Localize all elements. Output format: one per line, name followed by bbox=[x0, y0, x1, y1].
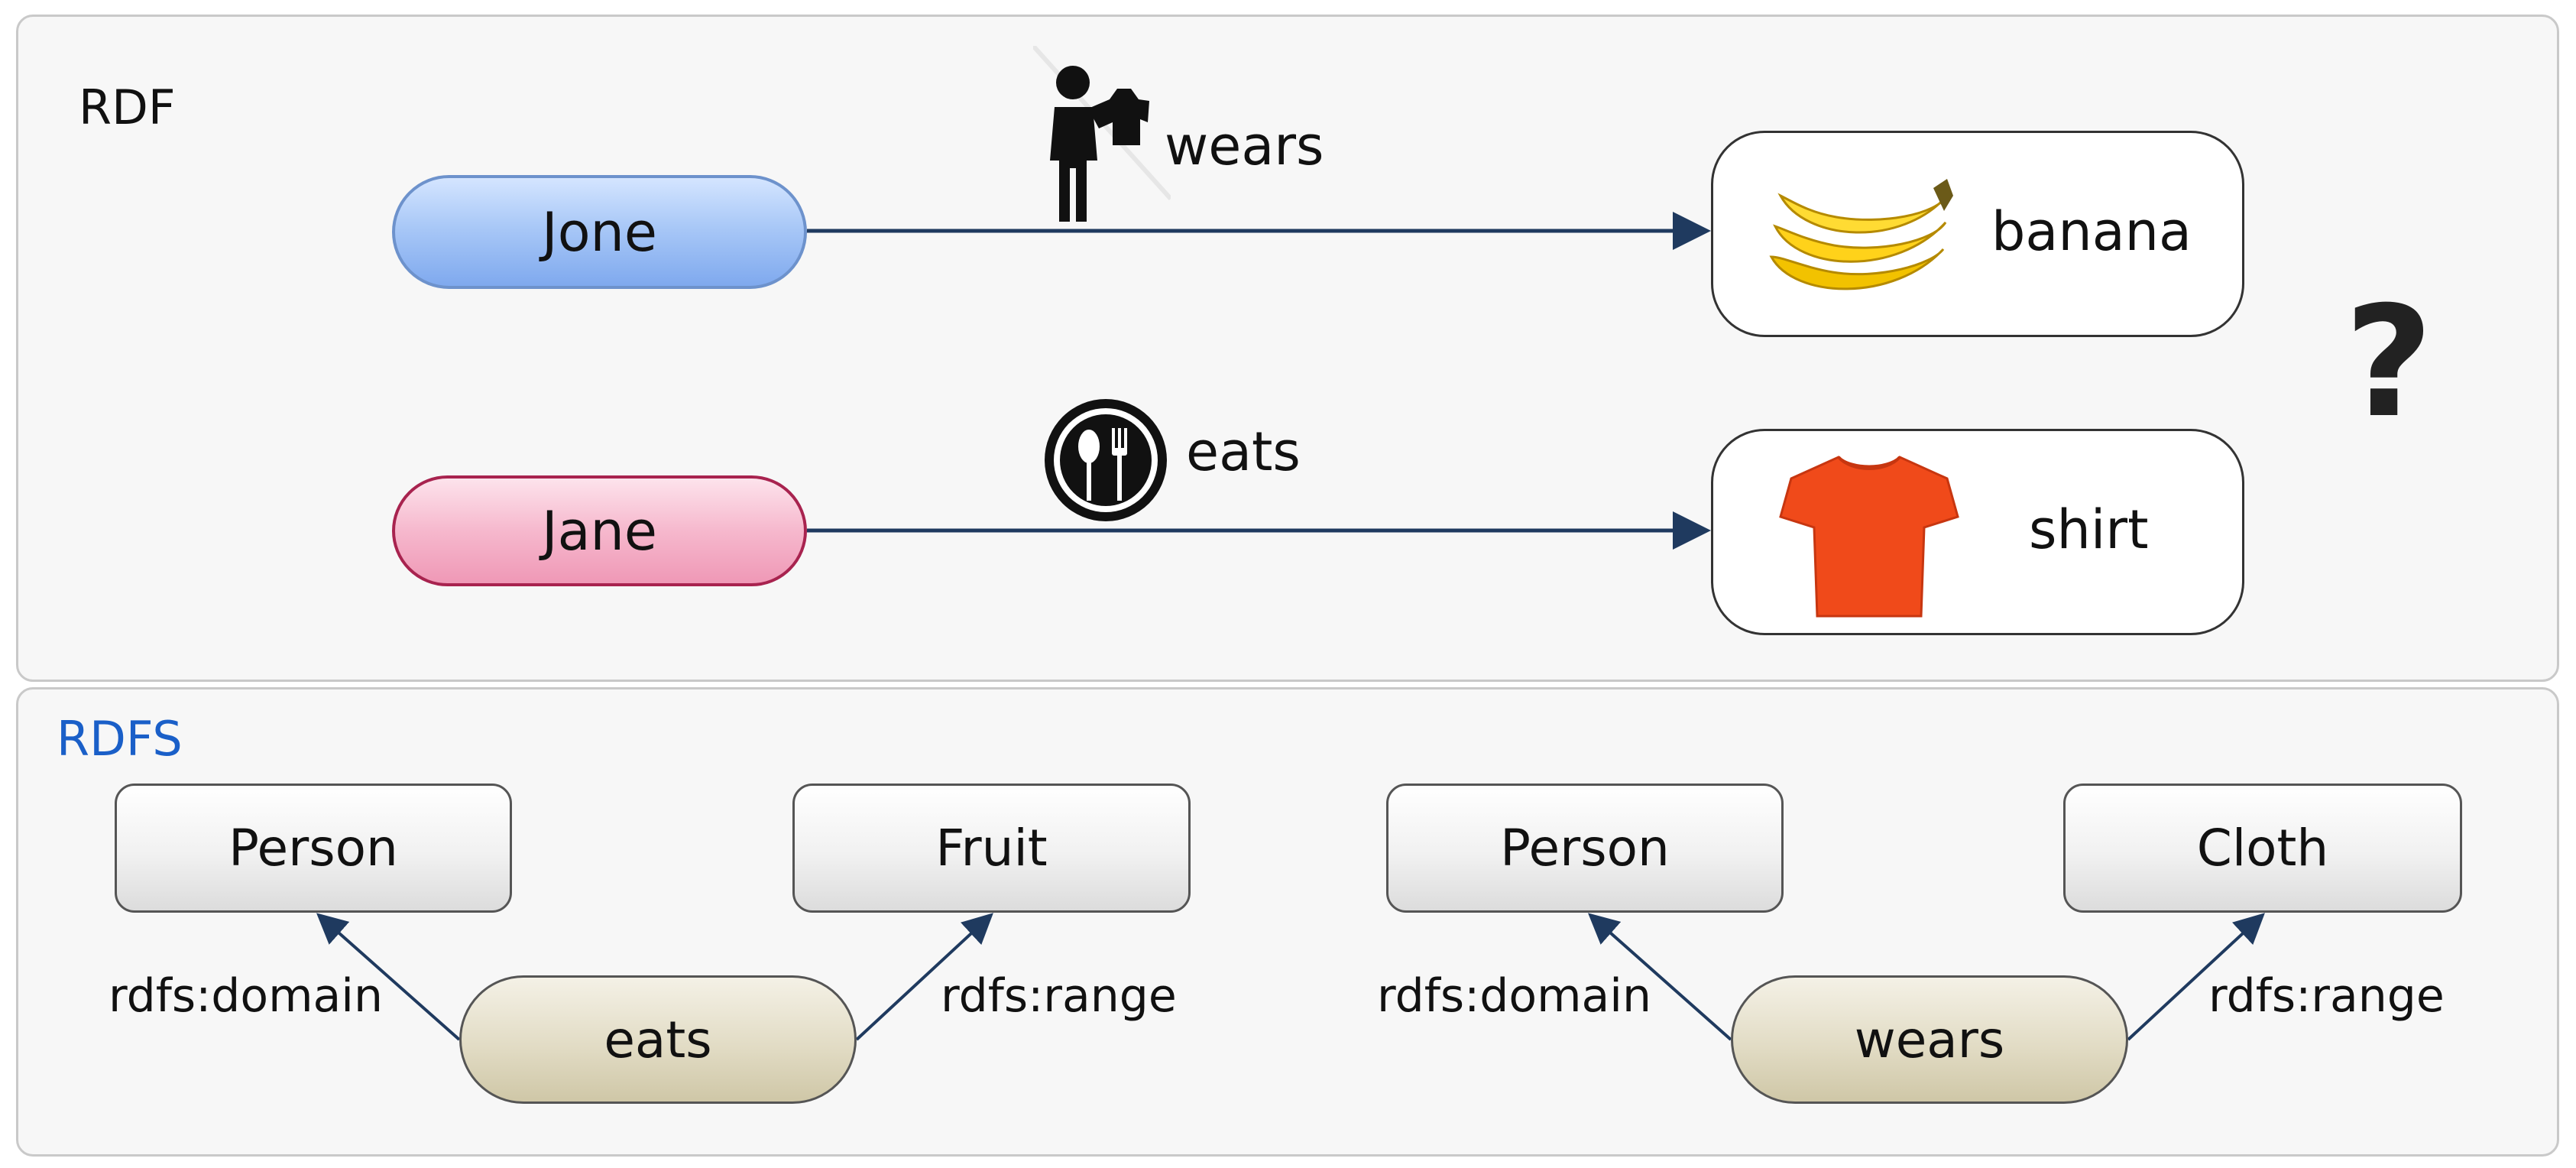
object-banana-label: banana bbox=[1991, 200, 2192, 263]
rdfs-title: RDFS bbox=[57, 711, 183, 767]
predicate-eats-label: eats bbox=[1186, 420, 1301, 483]
eats-range-edge bbox=[855, 913, 993, 1041]
eats-domain-label: rdfs:domain bbox=[109, 969, 384, 1023]
object-shirt-label: shirt bbox=[2029, 498, 2149, 561]
subject-jone: Jone bbox=[392, 175, 807, 289]
rdfs-panel: RDFS bbox=[16, 687, 2559, 1157]
banana-icon bbox=[1769, 179, 1953, 290]
object-banana: banana bbox=[1711, 131, 2244, 337]
class-person-eats-domain: Person bbox=[115, 784, 512, 913]
wears-domain-label: rdfs:domain bbox=[1377, 969, 1652, 1023]
class-fruit: Fruit bbox=[792, 784, 1191, 913]
property-eats: eats bbox=[459, 975, 857, 1104]
question-mark: ? bbox=[2344, 274, 2434, 452]
wears-range-edge bbox=[2127, 913, 2265, 1041]
class-cloth: Cloth bbox=[2063, 784, 2462, 913]
wears-range-label: rdfs:range bbox=[2208, 969, 2445, 1023]
property-wears: wears bbox=[1731, 975, 2128, 1104]
subject-jane: Jane bbox=[392, 475, 807, 586]
predicate-wears-label: wears bbox=[1165, 115, 1324, 177]
eats-domain-edge bbox=[316, 913, 461, 1041]
rdf-title: RDF bbox=[79, 79, 176, 135]
wears-domain-edge bbox=[1588, 913, 1732, 1041]
class-person-wears-domain: Person bbox=[1386, 784, 1784, 913]
red-shirt-icon bbox=[1779, 456, 1959, 618]
eats-range-label: rdfs:range bbox=[941, 969, 1177, 1023]
person-carrying-shirt-icon bbox=[1033, 46, 1171, 222]
fork-spoon-icon bbox=[1045, 399, 1167, 521]
object-shirt: shirt bbox=[1711, 429, 2244, 635]
